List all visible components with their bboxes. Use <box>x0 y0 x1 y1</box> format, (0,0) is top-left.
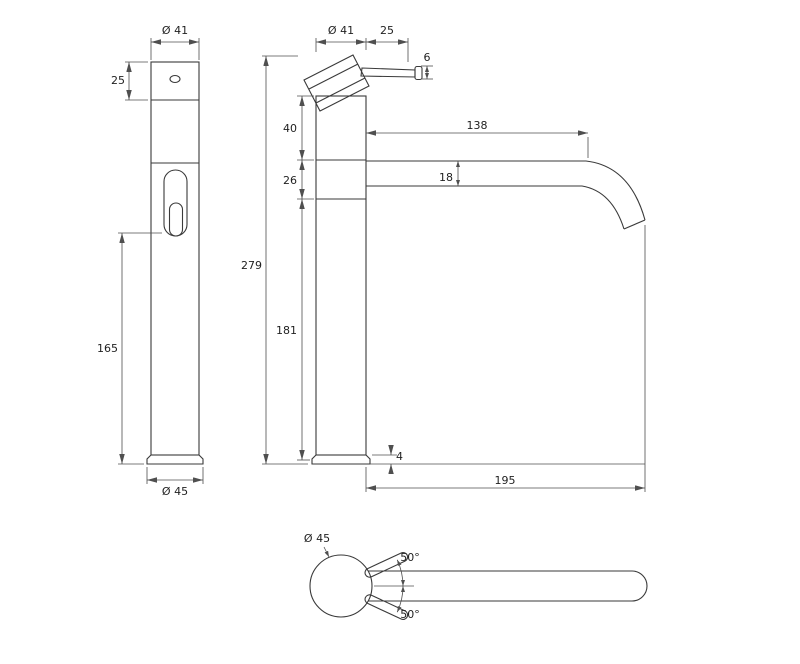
dim-side-sec-mid: 26 <box>283 174 297 187</box>
dim-top-angle-lower: 50° <box>400 608 420 621</box>
side-handle <box>303 54 370 112</box>
side-view-dimensions: Ø 41 25 6 279 40 26 181 <box>241 24 646 492</box>
spout-inner-edge <box>366 185 625 230</box>
front-aerator-hole <box>169 74 181 84</box>
dim-side-handle-length: 25 <box>380 24 394 37</box>
dim-side-spout-length: 138 <box>467 119 488 132</box>
dim-front-dia-top: Ø 41 <box>162 24 188 37</box>
angle-arc <box>396 559 406 587</box>
object-line <box>315 77 366 104</box>
front-handle-inner <box>168 202 184 237</box>
dim-front-cap-height: 25 <box>111 74 125 87</box>
dim-side-base-height: 4 <box>396 450 403 463</box>
front-view: Ø 41 25 165 Ø 45 <box>97 24 204 498</box>
leader-line <box>323 546 330 558</box>
dim-side-sec-upper: 40 <box>283 122 297 135</box>
spout-tip <box>623 219 646 230</box>
side-rod-end-cap <box>414 65 423 81</box>
front-view-outline <box>146 61 204 465</box>
side-handle-rod <box>360 67 416 78</box>
dim-side-spout-dia: 18 <box>439 171 453 184</box>
top-handle-upper <box>364 552 409 578</box>
side-view-outline <box>303 54 646 465</box>
angle-arc <box>396 585 406 613</box>
front-base <box>146 454 204 465</box>
top-view: Ø 45 50° 50° <box>304 532 648 621</box>
top-view-outline <box>309 552 648 620</box>
front-body <box>150 61 200 456</box>
dim-front-dia-base: Ø 45 <box>162 485 188 498</box>
dim-front-body-height: 165 <box>97 342 118 355</box>
dim-side-total-height: 279 <box>241 259 262 272</box>
top-handle-lower <box>364 594 409 620</box>
dim-side-overall-reach: 195 <box>495 474 516 487</box>
side-body <box>315 95 367 456</box>
spout-outer-edge <box>366 160 646 221</box>
side-view: Ø 41 25 6 279 40 26 181 <box>241 24 646 492</box>
top-body-circle <box>309 554 373 618</box>
dim-side-dia-top: Ø 41 <box>328 24 354 37</box>
top-view-dimensions: Ø 45 50° 50° <box>304 532 420 621</box>
top-spout <box>368 570 648 602</box>
dim-top-angle-upper: 50° <box>400 551 420 564</box>
front-view-dimensions: Ø 41 25 165 Ø 45 <box>97 24 204 498</box>
dim-side-rod-dia: 6 <box>424 51 431 64</box>
dim-top-dia-body: Ø 45 <box>304 532 330 545</box>
object-line <box>308 63 359 90</box>
side-base <box>311 454 371 465</box>
dim-side-sec-lower: 181 <box>276 324 297 337</box>
